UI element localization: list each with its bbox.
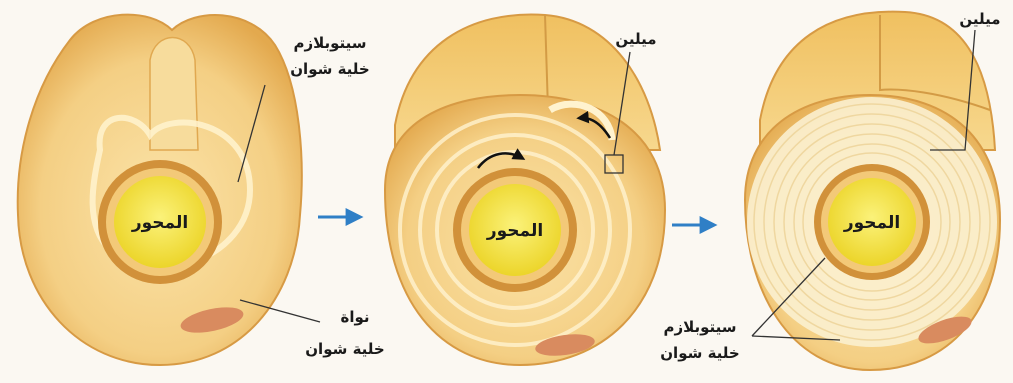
- schwann-label: خلية شوان: [290, 60, 369, 78]
- myelin-label: ميلين: [959, 10, 1000, 28]
- schwann-cell-fold: [150, 38, 198, 151]
- axon-label: المحور: [486, 221, 543, 241]
- axon-label: المحور: [131, 213, 188, 233]
- schwann-label-2: خلية شوان: [305, 340, 384, 358]
- myelin-label: ميلين: [615, 30, 656, 48]
- stage-3: المحور ميلين سيتوبلازم خلية شوان: [660, 10, 1000, 370]
- schwann-label: خلية شوان: [660, 344, 739, 362]
- nucleus-label: نواة: [340, 308, 369, 326]
- cytoplasm-label: سيتوبلازم: [663, 318, 736, 336]
- stage-1: المحور سيتوبلازم خلية شوان نواة خلية شوا…: [18, 15, 385, 365]
- stage-2: المحور ميلين: [385, 15, 665, 365]
- cytoplasm-label: سيتوبلازم: [293, 34, 366, 52]
- axon-label: المحور: [843, 213, 900, 233]
